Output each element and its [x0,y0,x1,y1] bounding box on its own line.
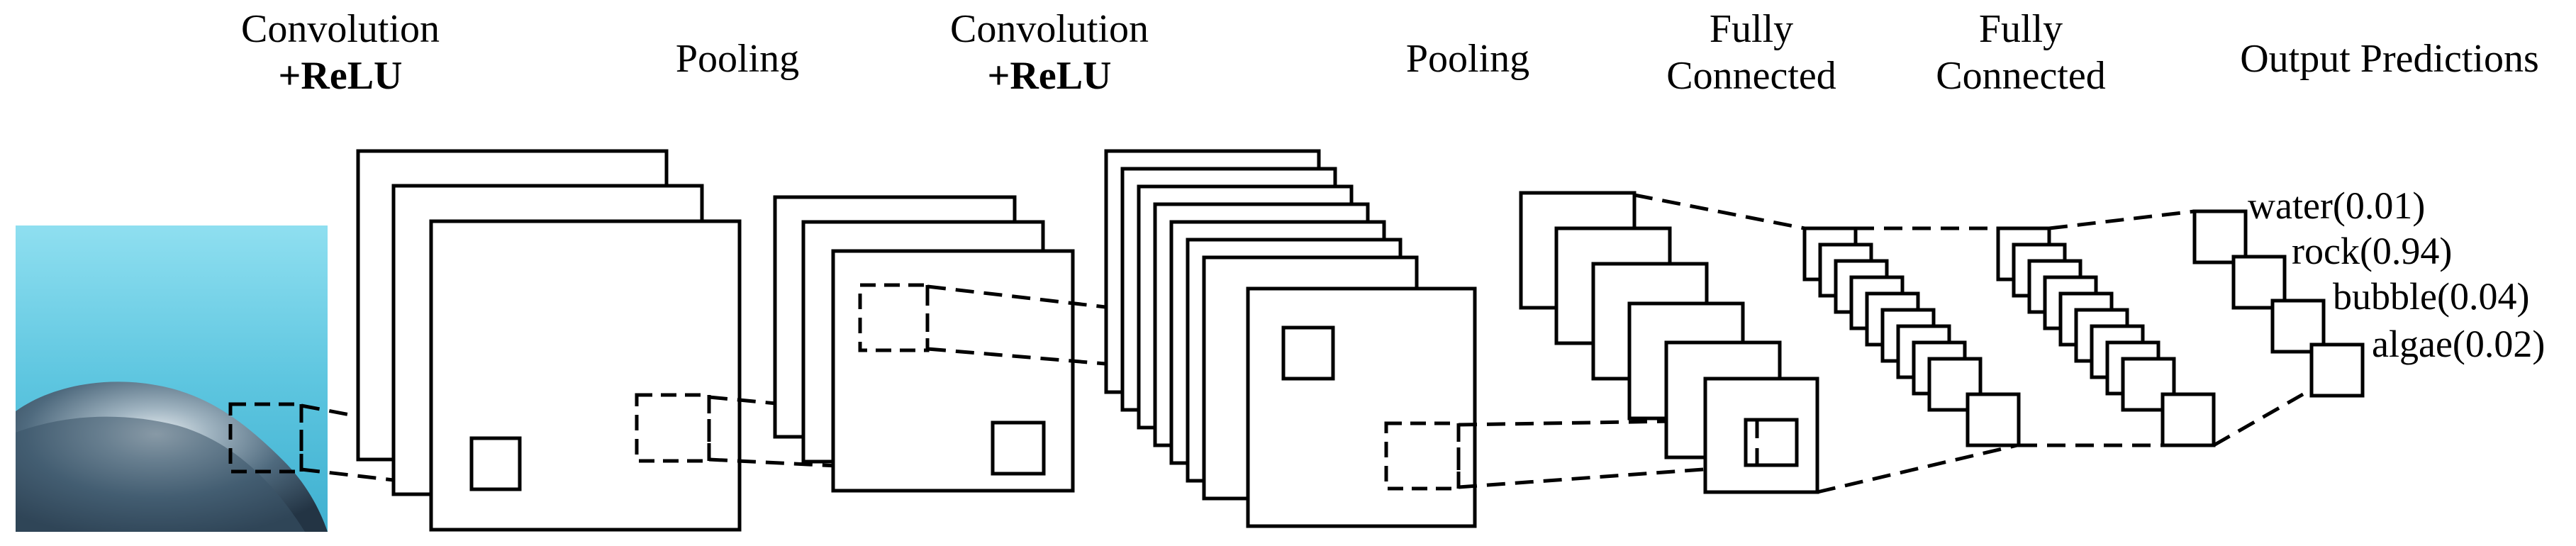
pool1-window [991,420,1046,476]
stage-label-conv2: Convolution +ReLU [949,7,1149,98]
conv2-window [1281,325,1335,381]
connector-line [2212,392,2304,447]
fc2-neurons [1996,226,2216,447]
stage-label-fc2: Fully Connected [1936,7,2106,98]
stage-label-pool1: Pooling [675,37,800,81]
pool1-feature-maps [773,195,1075,493]
fc1-neurons [1802,226,2021,447]
connector-line [1458,418,1763,427]
connector-line [1458,463,1763,489]
input-image [16,225,328,532]
prediction-water: water(0.01) [2248,184,2426,227]
stage-label-fc1: Fully Connected [1666,7,1836,98]
prediction-rock: rock(0.94) [2292,230,2453,272]
conv1-window [469,436,522,491]
connector-line [2048,209,2195,230]
prediction-algae: algae(0.02) [2372,323,2546,365]
conv1-feature-maps [356,149,742,532]
pool2-window [1744,418,1799,467]
connector-line [1817,443,2018,494]
connector-line [1634,193,1805,230]
conv2-feature-maps [1104,149,1477,528]
stage-label-output: Output Predictions [2240,37,2539,81]
stage-label-pool2: Pooling [1405,37,1530,81]
pool2-feature-maps [1519,191,1819,494]
output-neurons [2192,209,2365,398]
stage-label-conv1: Convolution +ReLU [240,7,440,98]
prediction-bubble: bubble(0.04) [2333,275,2530,318]
